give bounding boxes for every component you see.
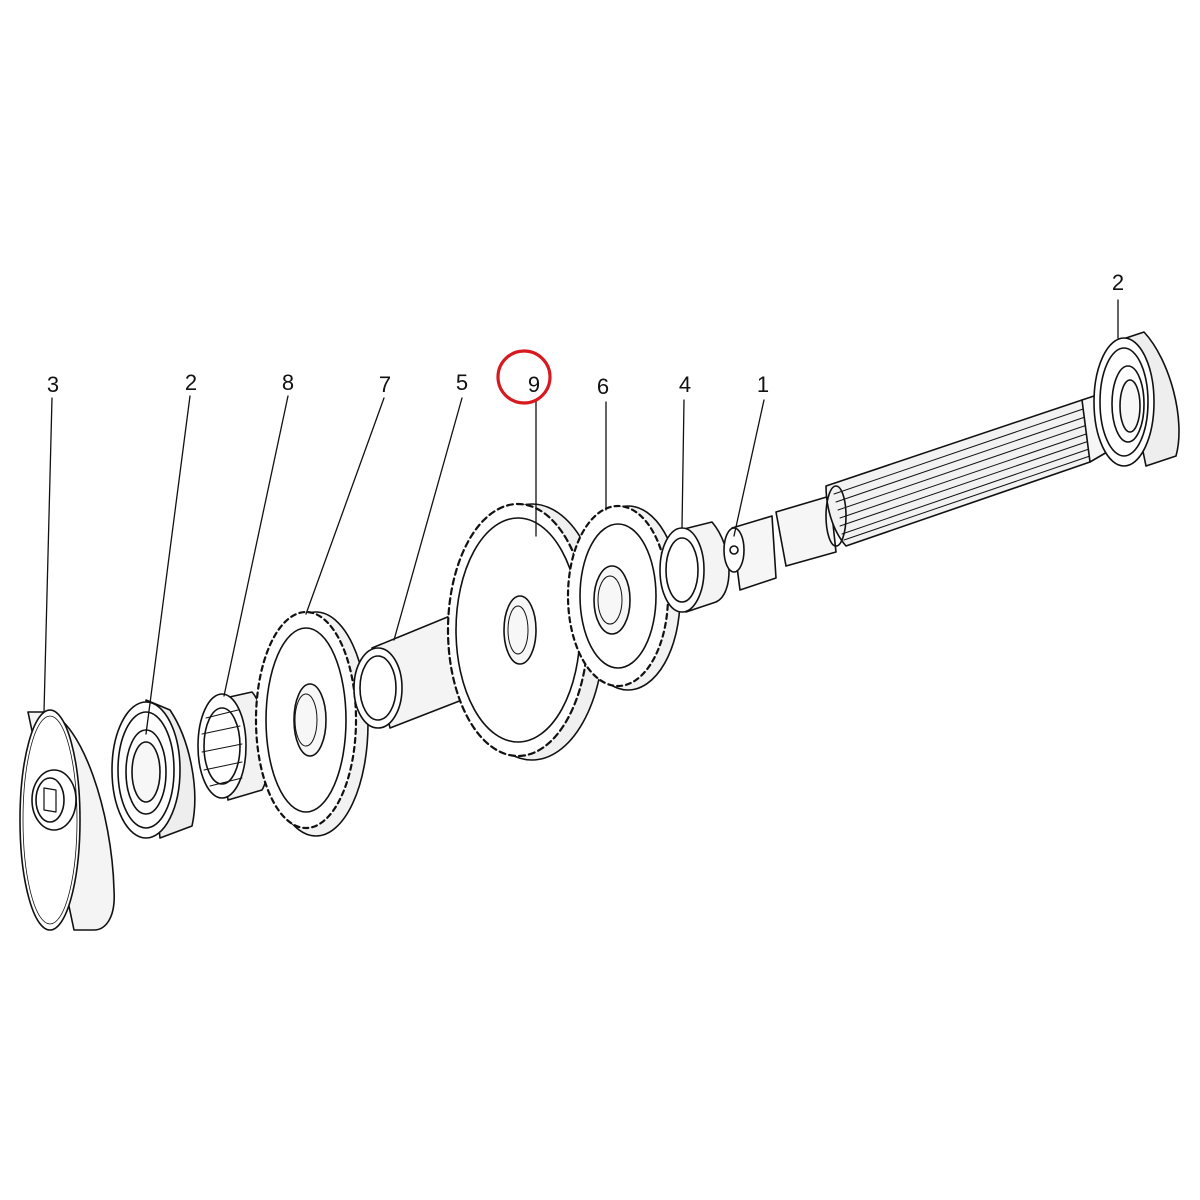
callout-9: 9 — [528, 372, 540, 397]
part-2-bearing-left — [111, 699, 196, 839]
callout-3: 3 — [47, 372, 59, 397]
part-9-large-gear — [446, 502, 605, 761]
callout-1: 1 — [757, 372, 769, 397]
leader-lines — [43, 299, 1119, 735]
callout-4: 4 — [679, 372, 691, 397]
leader-5 — [393, 397, 463, 641]
callout-7: 7 — [379, 372, 391, 397]
leader-1 — [733, 399, 765, 537]
leader-7 — [305, 397, 385, 615]
part-1-splined-shaft — [723, 391, 1115, 591]
callout-2-right: 2 — [1112, 270, 1124, 295]
callout-6: 6 — [597, 374, 609, 399]
part-7-spur-gear — [254, 610, 369, 837]
callout-2-left: 2 — [185, 370, 197, 395]
leader-2-left — [145, 395, 191, 735]
callout-9-highlight-ring — [496, 349, 552, 405]
leader-3 — [43, 397, 53, 713]
callout-5: 5 — [456, 370, 468, 395]
leader-8 — [223, 395, 289, 697]
callout-labels: 3 2 8 7 5 9 6 4 1 2 — [47, 270, 1124, 399]
leader-4 — [681, 399, 685, 529]
part-2-bearing-right — [1093, 331, 1180, 467]
part-3-end-cap — [19, 709, 115, 931]
part-6-spur-gear — [566, 504, 681, 691]
callout-8: 8 — [282, 370, 294, 395]
part-4-bushing — [659, 521, 730, 613]
